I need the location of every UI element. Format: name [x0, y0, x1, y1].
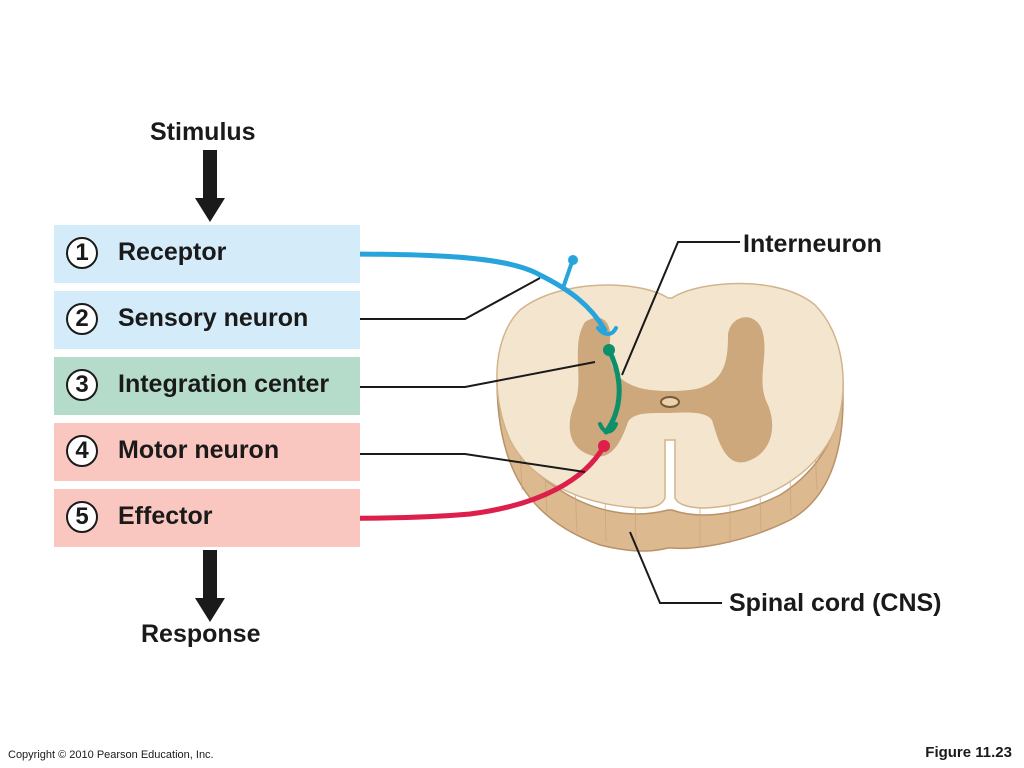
stimulus-label: Stimulus — [150, 118, 256, 146]
step-label: Motor neuron — [118, 436, 280, 464]
step-number: 4 — [66, 435, 98, 467]
spinal-cord-section — [496, 282, 844, 552]
step-receptor: 1 Receptor — [54, 225, 360, 283]
stimulus-arrow — [195, 150, 225, 222]
response-label: Response — [141, 620, 261, 648]
step-label: Sensory neuron — [118, 304, 309, 332]
step-number: 5 — [66, 501, 98, 533]
response-arrow — [195, 550, 225, 622]
step-number: 2 — [66, 303, 98, 335]
step-label: Receptor — [118, 238, 227, 266]
step-motor-neuron: 4 Motor neuron — [54, 423, 360, 481]
figure-number: Figure 11.23 — [925, 744, 1012, 761]
step-label: Integration center — [118, 370, 330, 398]
step-label: Effector — [118, 502, 213, 530]
interneuron-label: Interneuron — [743, 230, 882, 258]
step-effector: 5 Effector — [54, 489, 360, 547]
step-integration-center: 3 Integration center — [54, 357, 360, 415]
interneuron — [598, 344, 622, 435]
copyright-text: Copyright © 2010 Pearson Education, Inc. — [8, 749, 214, 761]
step-number: 3 — [66, 369, 98, 401]
step-sensory-neuron: 2 Sensory neuron — [54, 291, 360, 349]
leader-lines — [360, 241, 740, 604]
spinal-cord-label: Spinal cord (CNS) — [729, 589, 942, 617]
step-number: 1 — [66, 237, 98, 269]
